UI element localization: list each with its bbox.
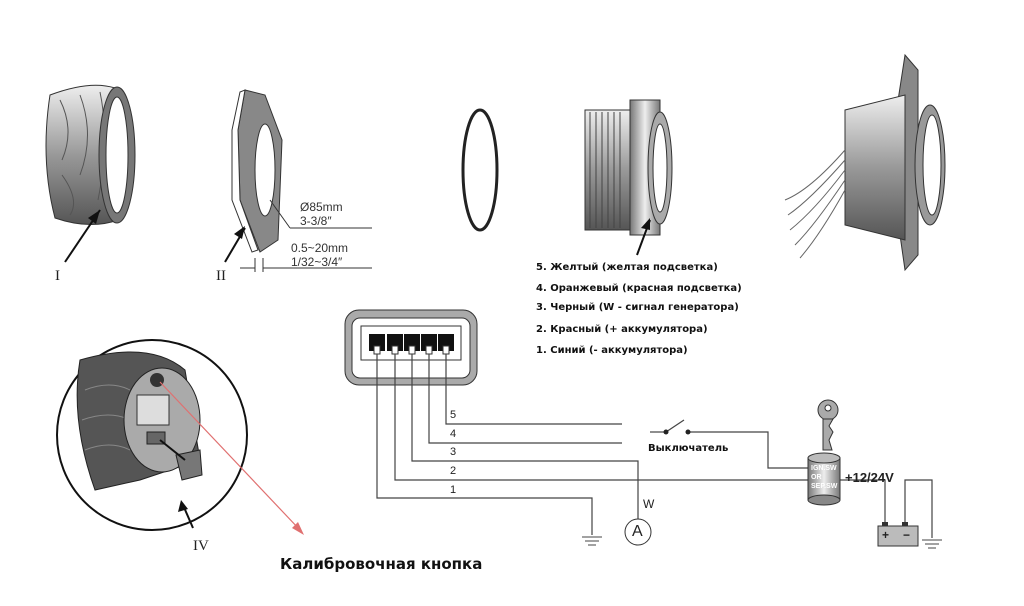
voltage-label: +12/24V (845, 470, 894, 485)
ignition-label-2: OR (811, 474, 822, 481)
calibration-inset (56, 339, 248, 531)
legend-item-5: 5. Желтый (желтая подсветка) (536, 262, 718, 273)
switch-label: Выключатель (648, 443, 729, 454)
battery-plus: + (882, 528, 890, 542)
part-label-4: IV (193, 538, 209, 554)
pointer-arrowhead (292, 522, 304, 535)
legend-item-3: 3. Черный (W - сигнал генератора) (536, 302, 739, 313)
wire-label-1: 1 (450, 484, 457, 496)
connector (344, 309, 478, 386)
legend-item-1: 1. Синий (- аккумулятора) (536, 345, 688, 356)
diameter-mm: Ø85mm (300, 200, 343, 214)
wire-label-5: 5 (450, 409, 457, 421)
ignition-switch (807, 452, 841, 506)
ammeter-label: A (632, 523, 643, 540)
assembled-gauge (784, 53, 946, 272)
switch-contacts (663, 429, 691, 435)
calibration-button (150, 373, 164, 387)
wire-label-2: 2 (450, 465, 457, 477)
diameter-in: 3-3/8″ (300, 214, 332, 228)
pointer-line (159, 381, 301, 531)
ammeter (624, 518, 652, 546)
thickness-mm: 0.5~20mm (291, 241, 349, 255)
ignition-label-1: IGN.SW (811, 465, 837, 472)
battery (877, 522, 919, 547)
calibration-label: Калибровочная кнопка (280, 555, 483, 573)
wire-label-3: 3 (450, 446, 457, 458)
key-icon (817, 399, 839, 451)
nut-part (584, 99, 673, 256)
thickness-in: 1/32~3/4″ (291, 255, 343, 269)
part-label-2: II (216, 268, 226, 284)
legend-item-2: 2. Красный (+ аккумулятора) (536, 324, 708, 335)
wires (376, 354, 933, 538)
battery-minus: − (903, 528, 911, 542)
ignition-label-3: SEP.SW (811, 483, 838, 490)
wire-label-4: 4 (450, 428, 457, 440)
ground-symbol (582, 536, 942, 549)
flange-part (224, 89, 372, 272)
w-label: W (643, 497, 655, 511)
part-label-1: I (55, 268, 60, 284)
o-ring (461, 108, 499, 232)
legend-item-4: 4. Оранжевый (красная подсветка) (536, 283, 742, 294)
bezel-part (45, 84, 136, 263)
